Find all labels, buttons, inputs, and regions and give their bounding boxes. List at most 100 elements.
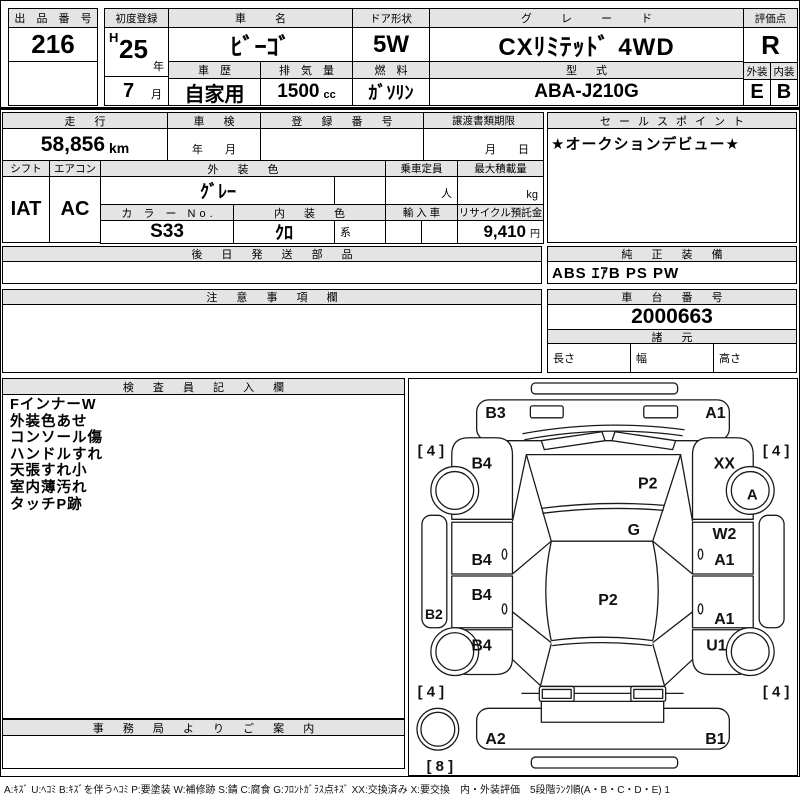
dimensions-header: 諸 元: [547, 329, 797, 344]
mark-front-bumper-left: B3: [485, 405, 505, 422]
left-sill-strip: [421, 514, 448, 629]
mark-front-left-fender: B4: [471, 456, 491, 473]
door-handle: [697, 548, 704, 560]
max-load-header: 最大積載量: [457, 160, 544, 177]
rear-glass-side-left: [539, 643, 552, 687]
displacement-number: 1500: [277, 81, 320, 102]
inspector-note-line: コンソール傷: [10, 430, 103, 447]
car-history-value: 自家用: [168, 78, 261, 106]
color-no-value: S33: [100, 220, 234, 244]
oem-equipment-header: 純 正 装 備: [547, 246, 797, 262]
transfer-deadline-cell: 月 日: [423, 128, 544, 161]
auction-no-header: 出 品 番 号: [8, 8, 98, 28]
mark-front-right-door-2: A1: [714, 552, 734, 569]
later-parts-header: 後 日 発 送 部 品: [2, 246, 542, 262]
front-right-wheel: [725, 465, 775, 515]
exterior-grade-value: E: [743, 79, 771, 106]
grade-header: グ レ ー ド: [429, 8, 744, 28]
height-cell: 高さ: [713, 343, 797, 373]
model-code-header: 型 式: [429, 61, 744, 79]
exterior-color-header: 外 装 色: [100, 160, 386, 177]
front-left-wheel: [430, 465, 480, 515]
mark-rear-right-fender: U1: [706, 638, 726, 655]
front-left-door: [451, 521, 514, 575]
later-parts-box: [2, 261, 542, 284]
interior-grade-header: 内装: [770, 62, 798, 80]
model-code-value: ABA-J210G: [429, 78, 744, 106]
mark-front-right-wheel: A: [747, 486, 758, 503]
rear-glass-top: [552, 642, 652, 647]
mark-rear-bumper-right: B1: [705, 731, 725, 748]
recycle-deposit-value: 9,410 円: [457, 220, 544, 244]
mark-tire-front-left: [ 4 ]: [418, 443, 445, 460]
mark-front-right-fender: XX: [714, 456, 736, 473]
door-handle: [697, 603, 704, 615]
era-mark: H: [109, 30, 119, 45]
interior-color-value: ｸﾛ: [233, 220, 335, 244]
wiper-right: [611, 431, 677, 451]
rear-corner-left: [512, 659, 541, 686]
front-left-wheel-inner: [435, 470, 475, 510]
mark-spare-tire: [ 8 ]: [427, 758, 454, 774]
damage-code-legend: A:ｷｽﾞ U:ﾍｺﾐ B:ｷｽﾞを伴うﾍｺﾐ P:要塗装 W:補修跡 S:錆 …: [4, 785, 670, 796]
a-pillar-left: [512, 540, 552, 575]
capacity-cell: 人: [385, 176, 458, 205]
front-right-wheel-inner: [730, 470, 770, 510]
rear-left-wheel-inner: [435, 632, 475, 672]
rear-glass-side-right: [652, 643, 666, 687]
exterior-color-sub-cell: [334, 176, 386, 205]
tail-lamp-left: [538, 685, 575, 703]
door-shape-header: ドア形状: [352, 8, 430, 28]
inspector-note-line: 天張すれ小: [10, 463, 88, 480]
color-no-header: カ ラ ー No.: [100, 204, 234, 221]
wiper-left: [540, 431, 606, 451]
windshield: [525, 453, 682, 542]
car-history-header: 車 歴: [168, 61, 261, 79]
front-plate-strip: [530, 382, 679, 395]
rear-left-door: [451, 575, 514, 629]
tail-lamp-right-inner: [633, 688, 664, 700]
hood-edge: [522, 424, 685, 435]
transfer-deadline-header: 譲渡書類期限: [423, 112, 544, 129]
tailgate-panel: [540, 700, 665, 723]
inspector-note-line: 室内薄汚れ: [10, 479, 88, 496]
rear-right-wheel-inner: [730, 632, 770, 672]
aircon-header: エアコン: [49, 160, 101, 177]
fuel-header: 燃 料: [352, 61, 430, 79]
import-header: 輸 入 車: [385, 204, 458, 221]
recycle-number: 9,410: [483, 222, 526, 241]
inspector-note-line: FインナーW: [10, 397, 97, 413]
a-pillar-right: [652, 540, 693, 575]
roof-side-right: [652, 541, 659, 641]
shift-value: IAT: [2, 176, 50, 243]
year-unit: 年: [153, 61, 164, 73]
rear-glass-top: [551, 636, 653, 642]
windshield-base: [541, 502, 665, 509]
mileage-unit: km: [109, 140, 130, 156]
interior-grade-value: B: [770, 79, 798, 106]
front-bumper-vent-right: [643, 405, 679, 419]
car-name-value: ﾋﾞｰｺﾞ: [168, 27, 353, 62]
mark-tire-front-right: [ 4 ]: [763, 443, 790, 460]
mark-cowl: G: [628, 522, 640, 539]
aircon-value: AC: [49, 176, 101, 243]
displacement-value: 1500 cc: [260, 78, 353, 106]
sales-point-header: セールスポイント: [547, 112, 797, 129]
inspector-notes-box: FインナーW 外装色あせ コンソール傷 ハンドルすれ 天張すれ小 室内薄汚れ タ…: [2, 394, 405, 719]
displacement-header: 排 気 量: [260, 61, 353, 79]
width-cell: 幅: [630, 343, 714, 373]
capacity-header: 乗車定員: [385, 160, 458, 177]
grade-value: CXﾘﾐﾃｯﾄﾞ 4WD: [429, 27, 744, 62]
mark-hood: P2: [638, 475, 658, 492]
fuel-value: ｶﾞｿﾘﾝ: [352, 78, 430, 106]
inspection-header: 車 検: [167, 112, 261, 129]
mark-front-right-door-1: W2: [712, 526, 736, 543]
length-cell: 長さ: [547, 343, 631, 373]
reg-month-value: 7: [123, 80, 135, 102]
right-sill-strip: [758, 514, 785, 629]
mark-roof: P2: [598, 592, 618, 609]
mark-left-sill: B2: [425, 606, 443, 622]
import-cell-right: [421, 220, 458, 244]
rear-right-wheel: [725, 627, 775, 677]
notes-box: [2, 304, 542, 373]
